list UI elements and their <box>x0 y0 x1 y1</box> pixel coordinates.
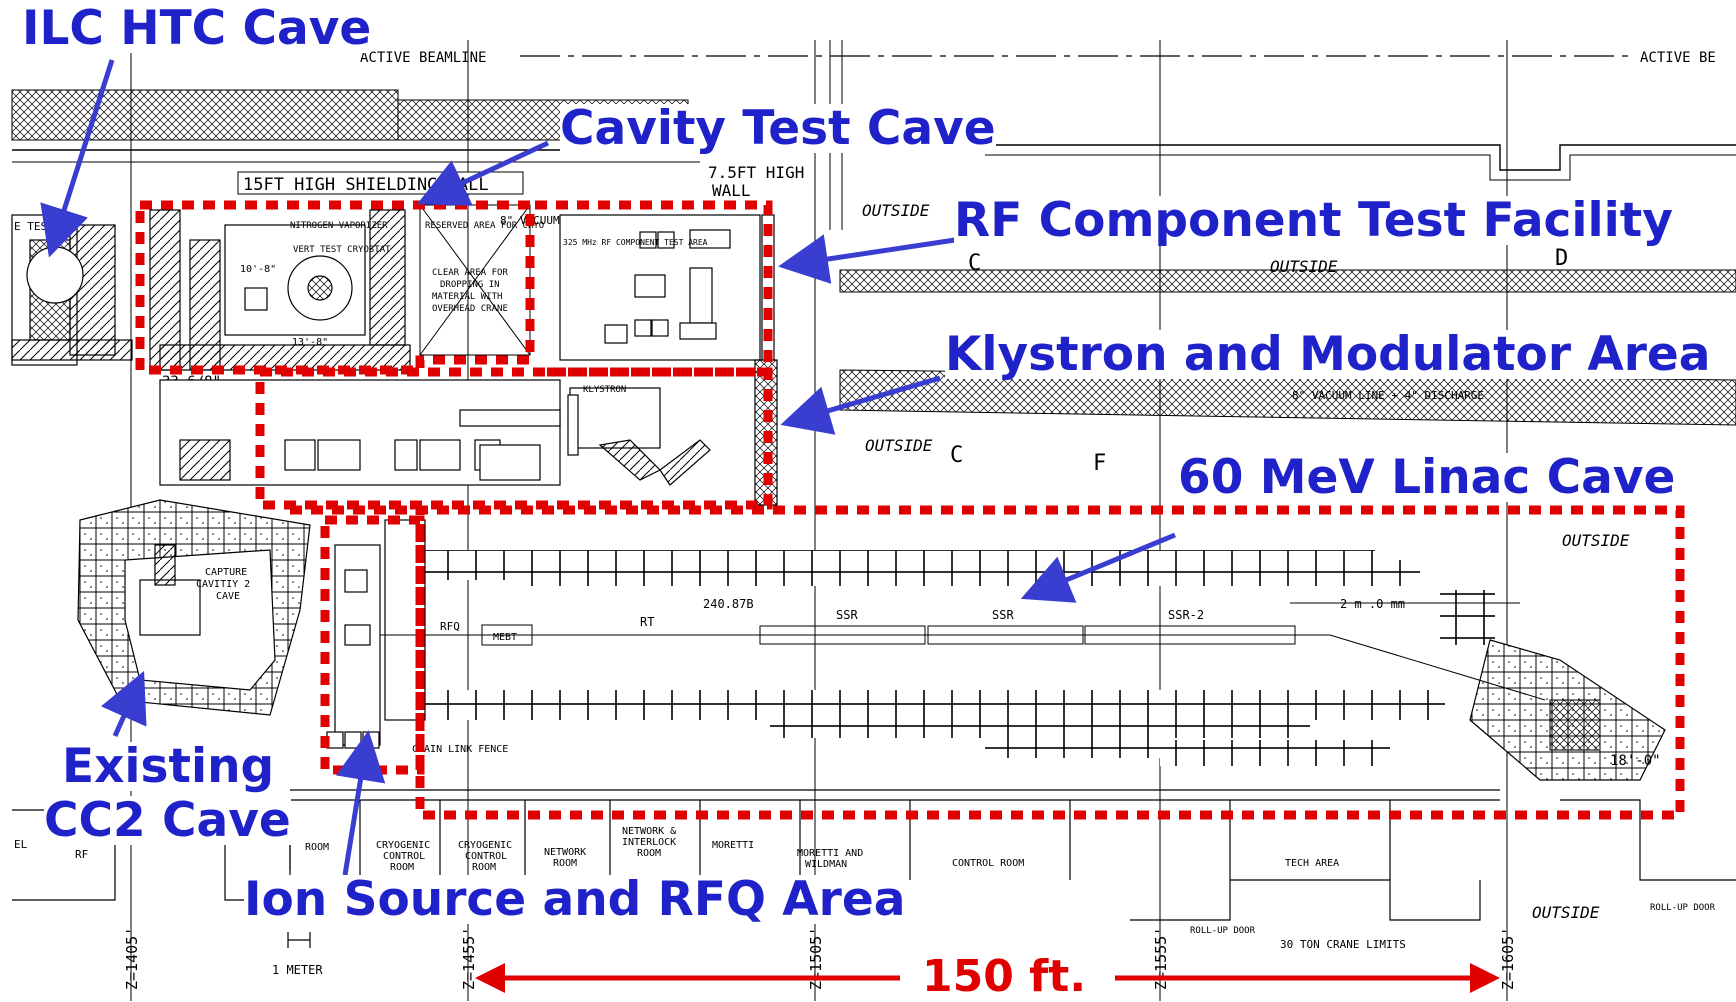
dim-2m-label: 2 m .0 mm <box>1340 597 1405 611</box>
svg-text:E TEST: E TEST <box>14 220 54 233</box>
wall-75-label-1: 7.5FT HIGH <box>708 163 804 182</box>
outside-label-1: OUTSIDE <box>862 201 930 220</box>
ssr-label-1: SSR <box>836 608 858 622</box>
grid-label-c-mid: C <box>950 443 963 468</box>
z-label-1405: Z=1405' <box>123 927 141 990</box>
active-beamline-left-label: ACTIVE BEAMLINE <box>360 50 486 66</box>
ion-source-rfq-callout: Ion Source and RFQ Area <box>244 872 906 927</box>
grid-label-f: F <box>1093 451 1106 476</box>
grid-label-d: D <box>1555 246 1568 271</box>
roll-up-door-label: ROLL-UP DOOR <box>1190 926 1256 936</box>
svg-text:MATERIAL WITH: MATERIAL WITH <box>432 292 502 302</box>
cc2-cave-structure <box>77 499 311 716</box>
rfq-label: RFQ <box>440 620 460 633</box>
boundary-linac-cave <box>290 505 1685 820</box>
one-meter-label: 1 METER <box>272 963 323 977</box>
ilc-htc-cave-callout: ILC HTC Cave <box>22 1 372 56</box>
room-label-0: ROOM <box>305 842 329 853</box>
outside-label-2: OUTSIDE <box>1270 257 1338 276</box>
svg-text:CAVE: CAVE <box>216 591 240 602</box>
scale-150ft-label: 150 ft. <box>922 951 1087 1002</box>
rf-component-test-facility-callout: RF Component Test Facility <box>954 193 1673 248</box>
callout-arrows <box>40 59 1176 876</box>
svg-text:CAPTURE: CAPTURE <box>205 567 247 578</box>
cryostat-label: VERT TEST CRYOSTAT <box>293 245 391 255</box>
outside-label-4: OUTSIDE <box>1562 531 1630 550</box>
rf-label: RF <box>75 848 88 861</box>
vacuum-line-right-label: 8" VACUUM LINE + 4" DISCHARGE <box>1292 389 1484 402</box>
svg-text:10'-8": 10'-8" <box>240 264 276 275</box>
rt-label: RT <box>640 615 654 629</box>
existing-cc2-callout-line2: CC2 Cave <box>44 793 291 848</box>
shielding-band-left <box>11 89 399 141</box>
room-label-5: MORETTI <box>712 840 754 851</box>
z-label-1505: Z=1505' <box>807 927 825 990</box>
boundary-cavity-test-cave <box>135 200 535 375</box>
z-label-1455: Z=1455' <box>460 927 478 990</box>
beamline-components <box>345 602 1546 701</box>
svg-text:DROPPING IN: DROPPING IN <box>440 280 500 290</box>
svg-text:CLEAR AREA FOR: CLEAR AREA FOR <box>432 268 508 278</box>
existing-cc2-callout-line1: Existing <box>62 739 275 794</box>
modulator-structure <box>159 379 561 486</box>
crane-limits-label: 30 TON CRANE LIMITS <box>1280 938 1406 951</box>
linac-cave-walls <box>384 519 1666 781</box>
cavity-test-cave-callout: Cavity Test Cave <box>560 101 996 156</box>
outside-label-3: OUTSIDE <box>865 436 933 455</box>
ssr2-label: SSR-2 <box>1168 608 1204 622</box>
linac-cave-callout: 60 MeV Linac Cave <box>1178 450 1676 505</box>
svg-text:CAVITIY 2: CAVITIY 2 <box>196 579 250 590</box>
z-label-1605: Z=1605' <box>1499 927 1517 990</box>
boundary-rf-component <box>535 200 773 377</box>
z-label-1555: Z=1555' <box>1152 927 1170 990</box>
reserved-area-label: RESERVED AREA FOR CRYO <box>425 221 544 231</box>
ilc-htc-cave-structure <box>11 214 133 366</box>
active-beamline-right-label: ACTIVE BE <box>1640 50 1716 66</box>
ssr-label-2: SSR <box>992 608 1014 622</box>
dim-240-label: 240.87B <box>703 597 754 611</box>
boundary-klystron-modulator <box>255 367 773 510</box>
wall-75-label-2: WALL <box>712 181 751 200</box>
outside-label-5: OUTSIDE <box>1532 903 1600 922</box>
roll-up-door-right-label: ROLL-UP DOOR <box>1650 903 1716 913</box>
shielding-wall-label: 15FT HIGH SHIELDING WALL <box>243 175 489 195</box>
room-label-7: CONTROL ROOM <box>952 858 1024 869</box>
mebt-label: MEBT <box>493 632 517 643</box>
meter-scale-bar <box>287 932 311 948</box>
svg-text:OVERHEAD CRANE: OVERHEAD CRANE <box>432 304 508 314</box>
cavity-test-cave-structure <box>149 209 411 371</box>
shielding-band-right <box>839 269 1736 293</box>
nitrogen-label: NITROGEN VAPORIZER <box>290 221 388 231</box>
chain-link-fence-label: CHAIN LINK FENCE <box>412 744 508 755</box>
room-label-8: TECH AREA <box>1285 858 1339 869</box>
svg-text:13'-8": 13'-8" <box>292 337 328 348</box>
klystron-modulator-area-callout: Klystron and Modulator Area <box>945 327 1711 382</box>
outside-wall-top-right <box>985 144 1736 171</box>
el-label: EL <box>14 838 28 851</box>
boundary-ion-source <box>320 515 425 775</box>
dim-18-label: 18'-0" <box>1610 753 1661 769</box>
klystron-label: KLYSTRON <box>583 385 626 395</box>
ion-source-structure <box>326 544 381 749</box>
rf-component-test-area-label: 325 MHz RF COMPONENT TEST AREA <box>563 238 708 247</box>
grid-label-c-top: C <box>968 251 981 276</box>
rf-component-test-structure <box>559 214 761 361</box>
